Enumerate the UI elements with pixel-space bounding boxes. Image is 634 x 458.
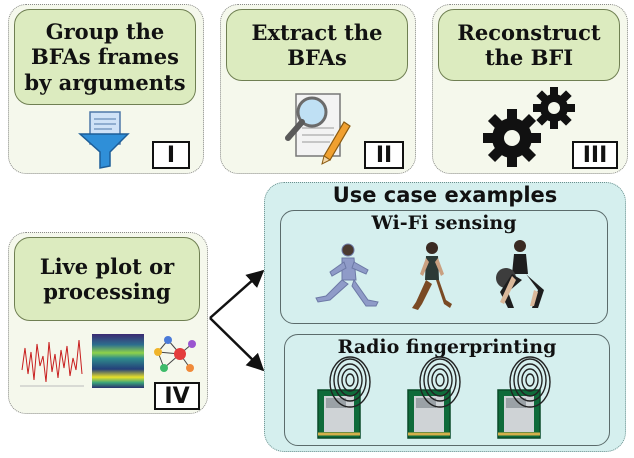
arrow-to-wifi-sensing [209,269,265,319]
use-case-title: Use case examples [332,183,558,207]
human-activity-icon [315,240,544,310]
step-2-numeral: II [364,141,404,169]
step-2-label: Extract the BFAs [226,9,408,81]
step-4-label-line-1: Live plot or [39,253,175,279]
step-3-label-line-1: Reconstruct [457,19,601,45]
gears-icon [483,87,575,167]
wifi-sensing-panel [280,210,608,324]
step-1-label-line-1: Group the [45,19,165,45]
step-4-label-line-2: processing [43,279,171,304]
step-4-label: Live plot or processing [14,237,200,321]
step-1-label-line-3: by arguments [24,69,186,95]
fingerprint-wifi-card-icon [317,355,552,440]
funnel-document-icon [78,111,130,169]
step-2-label-line-1: Extract the [251,19,383,45]
radio-fingerprinting-title: Radio fingerprinting [337,336,557,358]
arrow-to-radio-fingerprinting [209,317,265,372]
wifi-sensing-title: Wi-Fi sensing [371,212,517,234]
step-1-numeral: I [152,141,190,169]
plot-heatmap-network-icon [20,334,196,388]
step-4-numeral: IV [154,382,200,410]
step-1-label-line-2: BFAs frames [31,44,179,70]
step-3-label: Reconstruct the BFI [438,9,620,81]
magnifier-document-icon [285,93,351,165]
step-3-numeral: III [572,141,618,169]
step-3-label-line-2: the BFI [484,45,574,70]
step-2-label-line-2: BFAs [287,45,347,70]
step-1-label: Group the BFAs frames by arguments [14,9,196,105]
